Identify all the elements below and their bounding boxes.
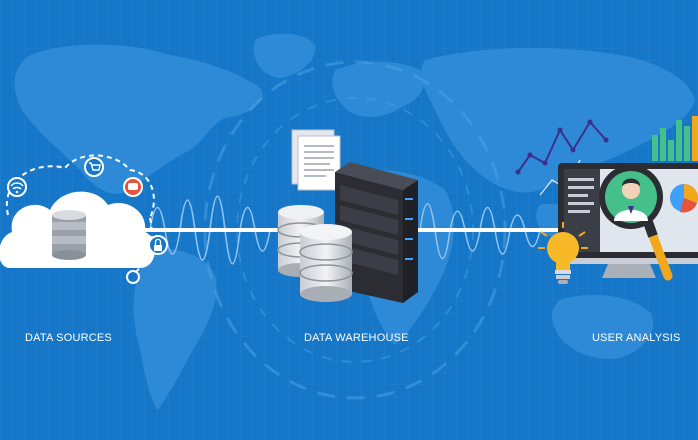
map-north-america — [14, 44, 263, 194]
chat-bubble-icon — [123, 177, 143, 197]
lightbulb-icon — [538, 222, 588, 284]
data-sources-group — [0, 154, 168, 284]
document-icon — [291, 129, 341, 191]
lock-icon — [148, 235, 168, 255]
pie-chart-icon — [670, 184, 698, 213]
map-australia — [552, 294, 654, 359]
map-greenland — [253, 33, 316, 78]
wifi-icon — [7, 177, 27, 197]
map-europe — [332, 61, 424, 117]
user-analysis-label: USER ANALYSIS — [592, 332, 681, 344]
database-icon-front — [299, 224, 353, 302]
data-warehouse-group — [277, 129, 418, 303]
node-dot-icon — [126, 270, 140, 284]
user-avatar-icon — [614, 178, 648, 221]
user-analysis-group — [515, 116, 698, 284]
map-asia — [421, 48, 695, 193]
shopping-cart-icon — [84, 157, 104, 177]
data-sources-label: DATA SOURCES — [25, 332, 112, 344]
map-south-america — [133, 248, 217, 410]
bar-chart-icon — [652, 116, 698, 161]
data-warehouse-label: DATA WAREHOUSE — [304, 332, 409, 344]
cloud-database-icon — [52, 210, 86, 260]
